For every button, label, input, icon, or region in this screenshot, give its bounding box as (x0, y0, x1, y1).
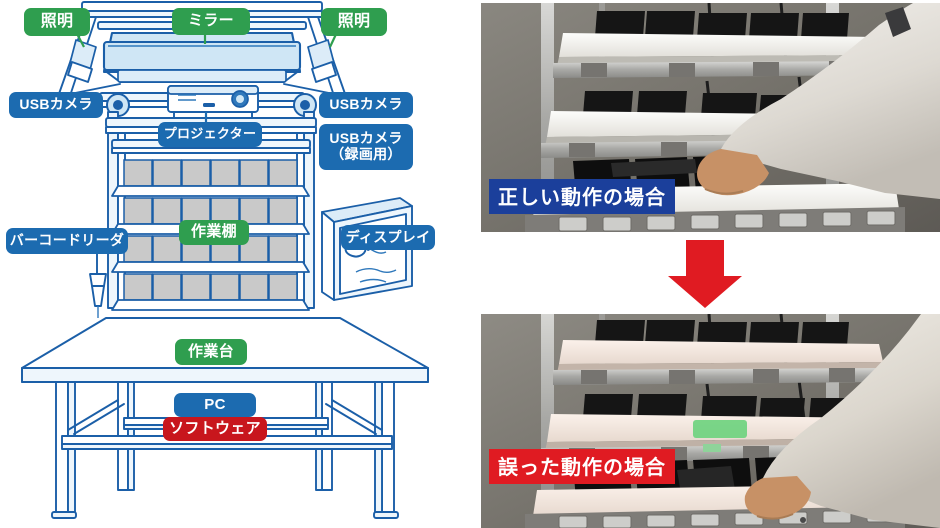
transition-arrow (668, 240, 742, 308)
label-display: ディスプレイ (341, 225, 435, 250)
photo-correct-operation: 正しい動作の場合 (481, 3, 940, 232)
projector-body (167, 85, 259, 119)
label-usb-camera-right: USBカメラ (319, 92, 413, 118)
photo-wrong-operation: 誤った動作の場合 (481, 314, 940, 528)
photo-panel: 正しい動作の場合 (470, 0, 940, 528)
label-work-shelf: 作業棚 (179, 220, 249, 245)
label-usb-camera-left: USBカメラ (9, 92, 103, 118)
label-pc: PC (174, 393, 256, 417)
projection-highlight (693, 420, 747, 438)
mirror-assembly (102, 31, 302, 83)
lamp-right (307, 39, 337, 83)
label-lighting-right: 照明 (321, 8, 387, 36)
diagram-illustration: .ln{fill:none;stroke:#1b5fa8;stroke-widt… (21, 1, 429, 519)
photo-wrong-illustration (481, 314, 940, 528)
photo-correct-illustration (481, 3, 940, 232)
label-mirror: ミラー (172, 8, 250, 35)
label-barcode-reader: バーコードリーダ (6, 228, 128, 254)
label-work-table: 作業台 (175, 339, 247, 365)
label-software: ソフトウェア (163, 417, 267, 441)
label-usb-camera-recording: USBカメラ （録画用） (319, 124, 413, 170)
work-shelf-bins (111, 159, 310, 311)
label-projector: プロジェクター (158, 122, 262, 147)
photo-caption-correct: 正しい動作の場合 (489, 179, 675, 214)
system-diagram-panel: .ln{fill:none;stroke:#1b5fa8;stroke-widt… (6, 1, 435, 519)
photo-caption-wrong: 誤った動作の場合 (489, 449, 675, 484)
lamp-left (67, 39, 97, 83)
barcode-reader-body (89, 247, 107, 318)
label-lighting-left: 照明 (24, 8, 90, 36)
